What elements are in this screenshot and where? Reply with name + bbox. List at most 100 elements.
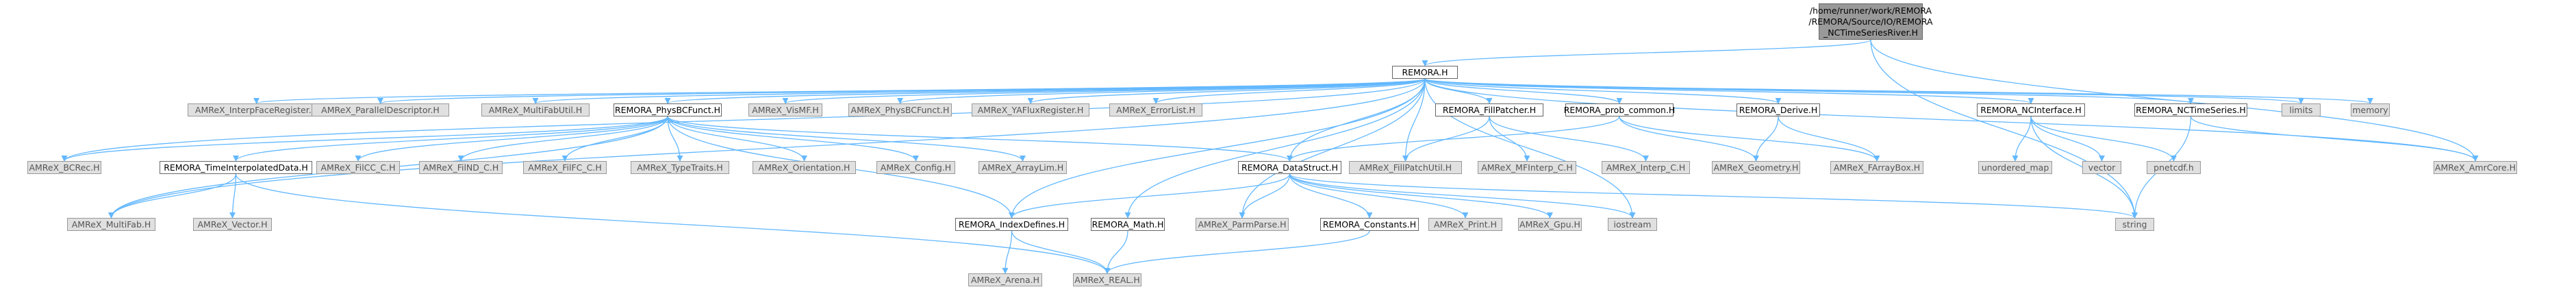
node-amrex-gpu[interactable]: AMReX_Gpu.H: [1518, 218, 1582, 231]
edge-remora-to-derive: [1424, 78, 1782, 104]
node-amrex-farraybox[interactable]: AMReX_FArrayBox.H: [1830, 161, 1923, 174]
node-amrex-arena[interactable]: AMReX_Arena.H: [968, 273, 1042, 286]
node-remora-timeinterpolateddata[interactable]: REMORA_TimeInterpolatedData.H: [160, 161, 312, 174]
edge-indexdefines-to-real: [1011, 230, 1111, 274]
node-amrex-vismf[interactable]: AMReX_VisMF.H: [748, 103, 822, 116]
node-limits[interactable]: limits: [2282, 103, 2321, 116]
node-amrex-real[interactable]: AMReX_REAL.H: [1073, 273, 1141, 286]
edge-physbcfunct-to-filcc: [355, 116, 668, 162]
node-remora-fillpatcher[interactable]: REMORA_FillPatcher.H: [1435, 103, 1543, 116]
edge-physbcfunct-to-datastruct: [667, 116, 1293, 162]
edge-ncinterface-to-pnetcdf: [2030, 116, 2177, 162]
edge-nctimeseries-to-amrcore: [2190, 116, 2479, 162]
node-vector[interactable]: vector: [2082, 161, 2121, 174]
edge-physbcfunct-to-timeinterp: [233, 116, 668, 162]
node-amrex-orientation[interactable]: AMReX_Orientation.H: [753, 161, 856, 174]
edge-datastruct-to-indexdefines: [1009, 173, 1291, 219]
edge-remora-to-math: [1124, 78, 1426, 219]
edge-datastruct-to-parmparse: [1239, 173, 1291, 219]
edge-ncinterface-to-vector: [2030, 116, 2106, 162]
node-unordered-map[interactable]: unordered_map: [1978, 161, 2052, 174]
edge-remora-to-visMF: [782, 78, 1426, 104]
node-amrex-config[interactable]: AMReX_Config.H: [876, 161, 955, 174]
edge-remora-to-fillpatchutil: [1402, 78, 1426, 162]
edge-remora-to-memory: [1424, 78, 2373, 104]
edge-focus-to-remora: [1422, 39, 1871, 66]
node-iostream[interactable]: iostream: [1608, 218, 1657, 231]
node-remora-derive[interactable]: REMORA_Derive.H: [1737, 103, 1820, 116]
edge-math-to-real: [1104, 230, 1128, 274]
edge-remora-to-probcommon: [1424, 78, 1623, 104]
edge-remora-to-yaflux: [1027, 78, 1426, 104]
edge-timeinterp-to-real: [235, 173, 1111, 274]
node-amrex-filcc[interactable]: AMReX_FilCC_C.H: [316, 161, 400, 174]
edge-remora-to-bcrec: [61, 78, 1426, 162]
edge-datastruct-to-iostream: [1289, 173, 1636, 219]
edge-physbcfunct-to-filnd: [457, 116, 668, 162]
node-amrex-yafluxregister[interactable]: AMReX_YAFluxRegister.H: [972, 103, 1089, 116]
node-amrex-multifabutil[interactable]: AMReX_MultiFabUtil.H: [481, 103, 590, 116]
node-remora-indexdefines[interactable]: REMORA_IndexDefines.H: [955, 218, 1068, 231]
node-amrex-amrcore[interactable]: AMReX_AmrCore.H: [2434, 161, 2517, 174]
edge-physbcfunct-to-arraylim: [667, 116, 1026, 162]
node-amrex-interp[interactable]: AMReX_Interp_C.H: [1602, 161, 1690, 174]
edge-fillpatcher-to-mfinterp: [1489, 116, 1530, 162]
dependency-edges: [61, 39, 2479, 274]
edge-datastruct-to-gpu: [1289, 173, 1553, 219]
edge-ncinterface-to-unordered_map: [2012, 116, 2032, 162]
edge-timeinterp-to-amrex_vector: [229, 173, 237, 219]
node-amrex-typetraits[interactable]: AMReX_TypeTraits.H: [631, 161, 729, 174]
node-amrex-mfinterp[interactable]: AMReX_MFInterp_C.H: [1478, 161, 1576, 174]
node-remora-ncinterface[interactable]: REMORA_NCInterface.H: [1977, 103, 2085, 116]
edge-physbcfunct-to-config: [667, 116, 919, 162]
edge-remora-to-indexdefines: [1008, 78, 1426, 219]
edge-focus-to-string: [1870, 39, 2138, 219]
node-amrex-print[interactable]: AMReX_Print.H: [1428, 218, 1502, 231]
node-amrex-errorlist[interactable]: AMReX_ErrorList.H: [1109, 103, 1202, 116]
node-remora-math[interactable]: REMORA_Math.H: [1091, 218, 1165, 231]
node-pnetcdf[interactable]: pnetcdf.h: [2147, 161, 2201, 174]
node-string[interactable]: string: [2115, 218, 2154, 231]
edge-derive-to-geometry: [1752, 116, 1779, 162]
edge-indexdefines-to-arena: [1002, 230, 1013, 274]
edge-physbcfunct-to-typetraits: [667, 116, 683, 162]
node-amrex-filnd[interactable]: AMReX_FilND_C.H: [419, 161, 503, 174]
node-remora-constants[interactable]: REMORA_Constants.H: [1320, 218, 1419, 231]
focus-file-node[interactable]: /home/runner/work/REMORA /REMORA/Source/…: [1808, 3, 1933, 40]
node-amrex-multifab[interactable]: AMReX_MultiFab.H: [67, 218, 155, 231]
edge-remora-to-errorlist: [1152, 78, 1426, 104]
node-amrex-interpfaceregister[interactable]: AMReX_InterpFaceRegister.H: [188, 103, 325, 116]
node-memory[interactable]: memory: [2351, 103, 2390, 116]
node-amrex-bcrec[interactable]: AMReX_BCRec.H: [27, 161, 101, 174]
edge-physbcfunct-to-orientation: [667, 116, 807, 162]
edge-timeinterp-to-multifab: [108, 173, 237, 219]
node-amrex-arraylim[interactable]: AMReX_ArrayLim.H: [978, 161, 1067, 174]
node-remora-datastruct[interactable]: REMORA_DataStruct.H: [1238, 161, 1341, 174]
edge-probcommon-to-farraybox: [1619, 116, 1880, 162]
edge-physbcfunct-to-bcrec: [61, 116, 668, 162]
edge-derive-to-farraybox: [1778, 116, 1880, 162]
node-amrex-filfc[interactable]: AMReX_FilFC_C.H: [523, 161, 607, 174]
node-amrex-parmparse[interactable]: AMReX_ParmParse.H: [1196, 218, 1289, 231]
node-amrex-fillpatchutil[interactable]: AMReX_FillPatchUtil.H: [1349, 161, 1462, 174]
node-remora-h[interactable]: REMORA.H: [1392, 66, 1458, 79]
edge-fillpatcher-to-fillpatchutil: [1402, 116, 1490, 162]
node-amrex-vector[interactable]: AMReX_Vector.H: [193, 218, 272, 231]
edge-datastruct-to-print: [1289, 173, 1469, 219]
edge-constants-to-real: [1104, 230, 1370, 274]
node-remora-physbcfunct[interactable]: REMORA_PhysBCFunct.H: [614, 103, 722, 116]
edge-fillpatcher-to-interp: [1489, 116, 1649, 162]
edge-probcommon-to-geometry: [1619, 116, 1759, 162]
edge-remora-to-amrex_physbc: [897, 78, 1426, 104]
node-remora-prob-common[interactable]: REMORA_prob_common.H: [1563, 103, 1676, 116]
edge-datastruct-to-string: [1289, 173, 2138, 219]
edge-remora-to-multifab: [108, 78, 1426, 219]
node-amrex-paralleldescriptor[interactable]: AMReX_ParallelDescriptor.H: [312, 103, 449, 116]
edge-remora-to-amrcore: [1424, 78, 2479, 162]
node-amrex-geometry[interactable]: AMReX_Geometry.H: [1712, 161, 1800, 174]
edge-datastruct-to-constants: [1289, 173, 1373, 219]
edge-probcommon-to-datastruct: [1287, 116, 1620, 162]
node-amrex-physbcfunct[interactable]: AMReX_PhysBCFunct.H: [848, 103, 952, 116]
node-remora-nctimeseries[interactable]: REMORA_NCTimeSeries.H: [2134, 103, 2247, 116]
